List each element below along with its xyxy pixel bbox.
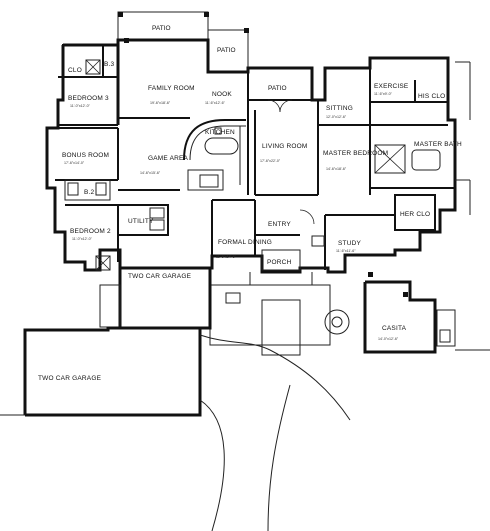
exterior-walls [45,38,457,274]
his-clo-label: HIS CLO [418,93,445,100]
bedroom3-dim: 11'-0"x12'-0" [70,104,91,108]
svg-text:B.3: B.3 [104,61,115,68]
casita-dim: 14'-0"x12'-6" [378,337,399,341]
garage-lower: TWO CAR GARAGE [0,326,202,417]
nook: NOOK 11'-6"x12'-6" [205,72,249,195]
bonus-room-label: BONUS ROOM [62,152,109,159]
master-bedroom-dim: 14'-6"x18'-6" [326,167,347,171]
exercise: EXERCISE 11'-6"x9'-0" [370,80,448,103]
driveway [199,334,351,531]
kitchen: KITCHEN [183,119,246,191]
study-dim: 11'-6"x11'-6" [336,249,356,253]
kitchen-label: KITCHEN [205,129,235,136]
svg-text:B.2: B.2 [84,189,95,196]
patio-top-label: PATIO [152,25,171,32]
family-room-label: FAMILY ROOM [148,85,195,92]
sitting-dim: 12'-0"x12'-6" [326,115,347,119]
family-room-dim: 19'-6"x18'-6" [150,101,171,105]
her-clo: HER CLO [394,194,436,231]
patio-mid-label: PATIO [268,85,287,92]
formal-dining-label: FORMAL DINING [218,239,272,246]
casita-label: CASITA [382,325,407,332]
utility-label: UTILITY [128,218,154,225]
casita: CASITA 14'-0"x12'-6" [363,272,490,354]
bedroom3-label: BEDROOM 3 [68,95,109,102]
front-courtyard [209,272,350,356]
game-area-dim: 14'-6"x15'-6" [140,171,161,175]
exercise-dim: 11'-6"x9'-0" [374,92,393,96]
master-bedroom-label: MASTER BEDROOM [323,150,388,157]
master-bath: MASTER BATH [370,124,462,189]
patio-top-area: PATIO PATIO [117,11,249,73]
his-clo: HIS CLO [418,93,445,100]
living-room-label: LIVING ROOM [262,143,308,150]
patio-top2-label: PATIO [217,47,236,54]
two-car-garage-b-label: TWO CAR GARAGE [38,375,102,382]
sitting: SITTING 12'-0"x12'-6" [317,100,370,195]
living-room: LIVING ROOM 17'-6"x22'-0" PATIO [248,85,318,196]
bath-2: B.2 [64,179,111,201]
living-room-dim: 17'-6"x22'-0" [260,159,281,163]
two-car-garage-a-label: TWO CAR GARAGE [128,273,192,280]
porch: PORCH [261,249,301,271]
family-room: FAMILY ROOM 19'-6"x18'-6" [118,85,195,119]
bedroom2-label: BEDROOM 2 [70,228,111,235]
bedroom2-room: BEDROOM 2 11'-0"x12'-0" [65,204,119,271]
nook-dim: 11'-6"x12'-6" [205,101,226,105]
study-label: STUDY [338,240,361,247]
study: STUDY 11'-6"x11'-6" [311,214,395,270]
sitting-label: SITTING [326,105,353,112]
game-area-label: GAME AREA [148,155,189,162]
entry-label: ENTRY [268,221,291,228]
formal-dining: FORMAL DINING 11'-6"x14'-6" [211,199,272,268]
nook-label: NOOK [212,91,232,98]
bedroom3-room: BEDROOM 3 11'-0"x12'-0" [58,76,118,126]
entry: ENTRY [255,209,315,236]
clo-label: CLO [68,67,82,74]
bonus-room-dim: 17'-6"x14'-0" [64,161,85,165]
bedroom2-dim: 11'-0"x12'-0" [72,237,93,241]
formal-dining-dim: 11'-6"x14'-6" [216,255,237,259]
clo-area: CLO B.3 [62,44,115,78]
exercise-label: EXERCISE [374,83,409,90]
porch-label: PORCH [267,259,292,266]
garage-upper: TWO CAR GARAGE [99,266,212,330]
master-bedroom: MASTER BEDROOM 14'-6"x18'-6" [323,68,388,195]
game-area: GAME AREA 14'-6"x15'-6" [118,155,189,191]
bonus-room: BONUS ROOM 17'-6"x14'-0" [55,127,119,181]
utility: UTILITY [117,204,169,236]
master-bath-label: MASTER BATH [414,141,462,148]
right-side-details [455,61,471,215]
her-clo-label: HER CLO [400,211,430,218]
